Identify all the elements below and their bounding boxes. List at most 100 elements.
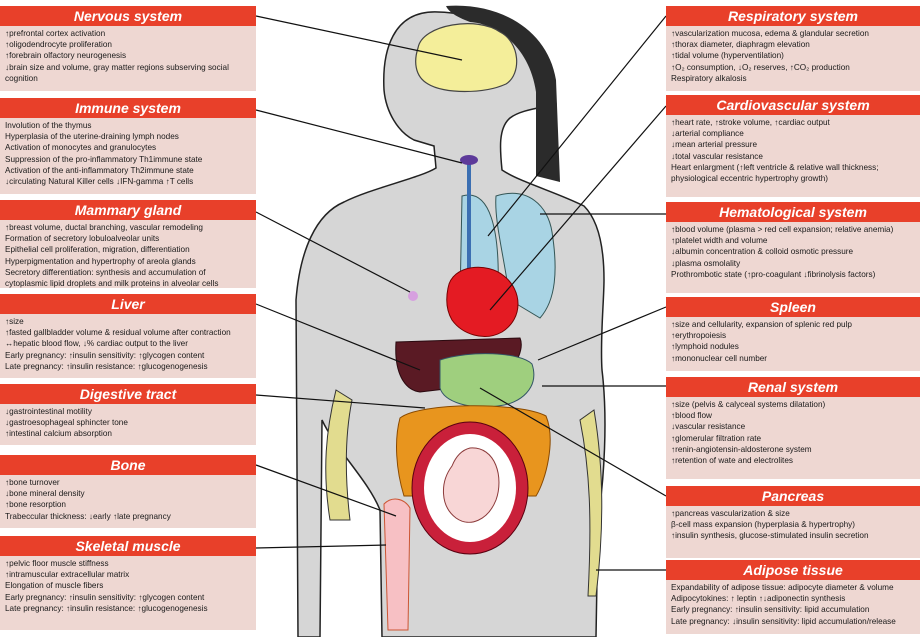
hair xyxy=(446,5,560,182)
list-item: ↑size xyxy=(5,317,24,326)
panel-title: Pancreas xyxy=(666,486,920,506)
panel-title: Liver xyxy=(0,294,256,314)
list-item: ↓circulating Natural Killer cells ↓IFN-g… xyxy=(5,177,194,187)
list-item: Early pregnancy: ↑insulin sensitivity: ↑… xyxy=(5,350,205,360)
list-item: ↑glomerular filtration rate xyxy=(671,433,762,443)
list-item: ↑thorax diameter, diaphragm elevation xyxy=(671,40,810,50)
panel-title: Renal system xyxy=(666,377,920,397)
list-item: ↓albumin concentration & colloid osmotic… xyxy=(671,247,854,257)
list-item: Heart enlargment (↑left ventricle & rela… xyxy=(671,162,879,172)
list-item: ↑bone turnover xyxy=(5,478,60,487)
panel-title: Mammary gland xyxy=(0,200,256,220)
list-item: ↑vascularization mucosa, edema & glandul… xyxy=(671,29,869,38)
fetus xyxy=(443,447,500,523)
list-item: ↑insulin synthesis, glucose-stimulated i… xyxy=(671,531,869,541)
list-item: ↑blood volume (plasma > red cell expansi… xyxy=(671,225,894,234)
list-item: Late pregnancy: ↑insulin resistance: ↑gl… xyxy=(5,361,208,371)
list-item: ↓vascular resistance xyxy=(671,422,746,432)
list-item: Prothrombotic state (↑pro-coagulant ↓fib… xyxy=(671,269,876,279)
list-item: ↑pancreas vascularization & size xyxy=(671,509,790,518)
list-item: ↔hepatic blood flow, ↓% cardiac output t… xyxy=(5,339,188,349)
panel-spleen: Spleen ↑size and cellularity, expansion … xyxy=(666,297,920,371)
list-item: ↑mononuclear cell number xyxy=(671,353,768,363)
heart xyxy=(446,266,519,337)
panel-respiratory-system: Respiratory system ↑vascularization muco… xyxy=(666,6,920,91)
list-item: Late pregnancy: ↑insulin resistance: ↑gl… xyxy=(5,603,208,613)
stomach xyxy=(439,353,535,408)
list-item: Early pregnancy: ↑insulin sensitivity: ↑… xyxy=(5,592,205,602)
list-item: ↑platelet width and volume xyxy=(671,236,768,246)
list-item: ↑forebrain olfactory neurogenesis xyxy=(5,51,127,61)
list-item: ↓mean arterial pressure xyxy=(671,140,758,150)
pointer-mammary xyxy=(255,211,411,293)
panel-mammary-gland: Mammary gland ↑breast volume, ductal bra… xyxy=(0,200,256,288)
panel-skeletal-muscle: Skeletal muscle ↑pelvic floor muscle sti… xyxy=(0,536,256,630)
list-item: ↑bone resorption xyxy=(5,500,66,510)
list-item: ↑tidal volume (hyperventilation) xyxy=(671,51,784,61)
panel-adipose-tissue: Adipose tissue Expandability of adipose … xyxy=(666,560,920,634)
list-item: ↑size and cellularity, expansion of sple… xyxy=(671,320,852,329)
panel-liver: Liver ↑size ↑fasted gallbladder volume &… xyxy=(0,294,256,378)
list-item: ↑erythropoiesis xyxy=(671,331,727,341)
panel-hematological-system: Hematological system ↑blood volume (plas… xyxy=(666,202,920,293)
list-item: Secretory differentiation: synthesis and… xyxy=(5,267,206,277)
panel-cardiovascular-system: Cardiovascular system ↑heart rate, ↑stro… xyxy=(666,95,920,197)
list-item: ↑intramuscular extracellular matrix xyxy=(5,570,130,580)
panel-title: Nervous system xyxy=(0,6,256,26)
panel-bone: Bone ↑bone turnover ↓bone mineral densit… xyxy=(0,455,256,528)
list-item: Formation of secretory lobuloalveolar un… xyxy=(5,234,160,244)
panel-title: Digestive tract xyxy=(0,384,256,404)
list-item: cytoplasmic lipid droplets and milk prot… xyxy=(5,279,219,288)
list-item: ↓gastrointestinal motility xyxy=(5,407,92,416)
panel-title: Respiratory system xyxy=(666,6,920,26)
list-item: Hyperpigmentation and hypertrophy of are… xyxy=(5,256,196,266)
list-item: ↑intestinal calcium absorption xyxy=(5,429,112,439)
list-item: Late pregnancy: ↓insulin sensitivity: li… xyxy=(671,616,896,626)
list-item: ↓total vascular resistance xyxy=(671,151,763,161)
list-item: ↓arterial compliance xyxy=(671,129,744,139)
list-item: ↑size (pelvis & calyceal systems dilatat… xyxy=(671,400,826,409)
list-item: Expandability of adipose tissue: adipocy… xyxy=(671,583,894,592)
pointer-liver xyxy=(255,303,421,371)
pointer-lines xyxy=(255,15,667,571)
brain xyxy=(415,23,518,93)
panel-title: Hematological system xyxy=(666,202,920,222)
thymus xyxy=(460,155,478,165)
list-item: Early pregnancy: ↑insulin sensitivity: l… xyxy=(671,605,870,615)
list-item: ↑blood flow xyxy=(671,411,712,421)
list-item: Activation of the anti-inflammatory Th2i… xyxy=(5,165,194,175)
list-item: ↑renin-angiotensin-aldosterone system xyxy=(671,444,812,454)
list-item: ↓plasma osmolality xyxy=(671,258,741,268)
pointer-immune xyxy=(255,109,463,164)
panel-renal-system: Renal system ↑size (pelvis & calyceal sy… xyxy=(666,377,920,479)
areola xyxy=(408,291,418,301)
list-item: ↑prefrontal cortex activation xyxy=(5,29,106,38)
list-item: Suppression of the pro-inflammatory Th1i… xyxy=(5,154,203,164)
list-item: Elongation of muscle fibers xyxy=(5,581,104,591)
list-item: Respiratory alkalosis xyxy=(671,73,747,83)
list-item: Adipocytokines: ↑ leptin ↑↓adiponectin s… xyxy=(671,594,846,604)
list-item: Trabeccular thickness: ↓early ↑late preg… xyxy=(5,511,171,521)
list-item: ↑oligodendrocyte proliferation xyxy=(5,40,112,50)
list-item: ↑retention of wate and electrolites xyxy=(671,456,793,466)
panel-digestive-tract: Digestive tract ↓gastrointestinal motili… xyxy=(0,384,256,445)
list-item: ↑pelvic floor muscle stiffness xyxy=(5,559,109,568)
panel-title: Bone xyxy=(0,455,256,475)
pointer-pancreas xyxy=(479,387,667,497)
list-item: Epithelial cell proliferation, migration… xyxy=(5,245,190,255)
list-item: physiological eccentric hypertrophy grow… xyxy=(671,174,829,184)
pointer-spleen xyxy=(537,306,667,361)
panel-title: Adipose tissue xyxy=(666,560,920,580)
list-item: ↑lymphoid nodules xyxy=(671,342,739,352)
list-item: Involution of the thymus xyxy=(5,121,92,130)
panel-title: Cardiovascular system xyxy=(666,95,920,115)
panel-nervous-system: Nervous system ↑prefrontal cortex activa… xyxy=(0,6,256,91)
adipose-left xyxy=(325,389,353,521)
pointer-skeletal xyxy=(255,544,387,549)
pointer-respiratory xyxy=(487,15,667,237)
list-item: ↑breast volume, ductal branching, vascul… xyxy=(5,223,203,232)
panel-title: Skeletal muscle xyxy=(0,536,256,556)
femur-bone xyxy=(383,498,411,631)
